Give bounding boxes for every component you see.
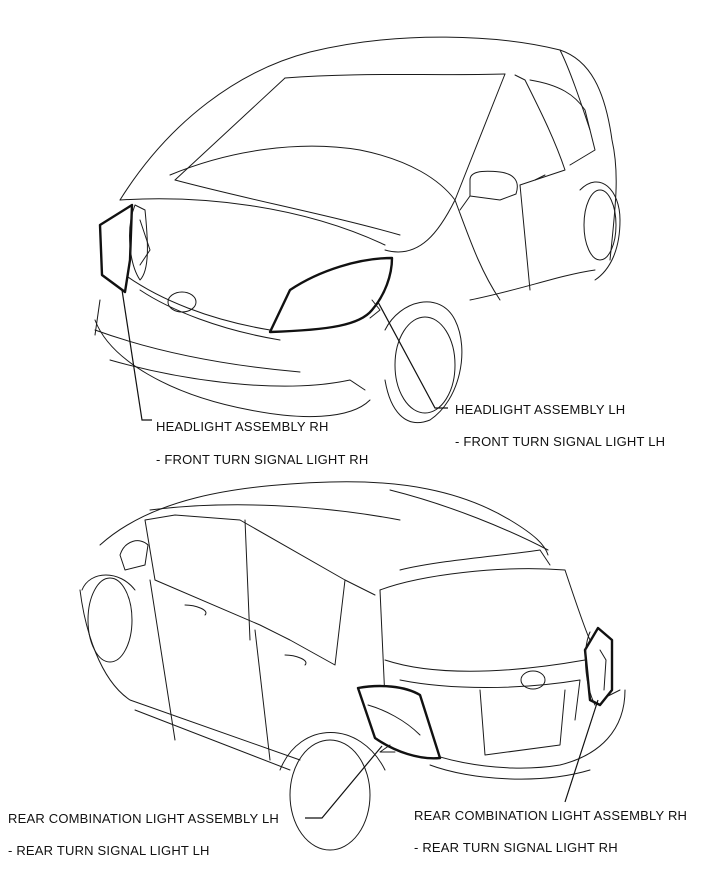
- label-rear-combination-light-lh: REAR COMBINATION LIGHT ASSEMBLY LH: [8, 811, 279, 826]
- rear-car-illustration: [79, 481, 626, 851]
- label-front-turn-signal-rh: - FRONT TURN SIGNAL LIGHT RH: [156, 452, 369, 467]
- label-rear-combination-light-rh: REAR COMBINATION LIGHT ASSEMBLY RH: [414, 808, 688, 823]
- headlight-rh-shape: [98, 203, 134, 294]
- label-rear-turn-signal-lh: - REAR TURN SIGNAL LIGHT LH: [8, 843, 210, 858]
- headlight-lh-shape: [268, 256, 394, 334]
- leader-headlight-rh: [121, 289, 152, 421]
- label-rear-turn-signal-rh: - REAR TURN SIGNAL LIGHT RH: [414, 840, 618, 855]
- label-headlight-assembly-lh: HEADLIGHT ASSEMBLY LH: [455, 402, 626, 417]
- rear-combination-light-lh-shape: [356, 684, 442, 760]
- leader-headlight-lh: [377, 301, 448, 409]
- leader-rear-combination-rh: [564, 699, 599, 803]
- leader-rear-combination-lh: [305, 745, 383, 819]
- label-headlight-assembly-rh: HEADLIGHT ASSEMBLY RH: [156, 419, 329, 434]
- label-front-turn-signal-lh: - FRONT TURN SIGNAL LIGHT LH: [455, 434, 666, 449]
- rear-combination-light-rh-shape: [583, 626, 614, 707]
- front-car-illustration: [94, 36, 621, 424]
